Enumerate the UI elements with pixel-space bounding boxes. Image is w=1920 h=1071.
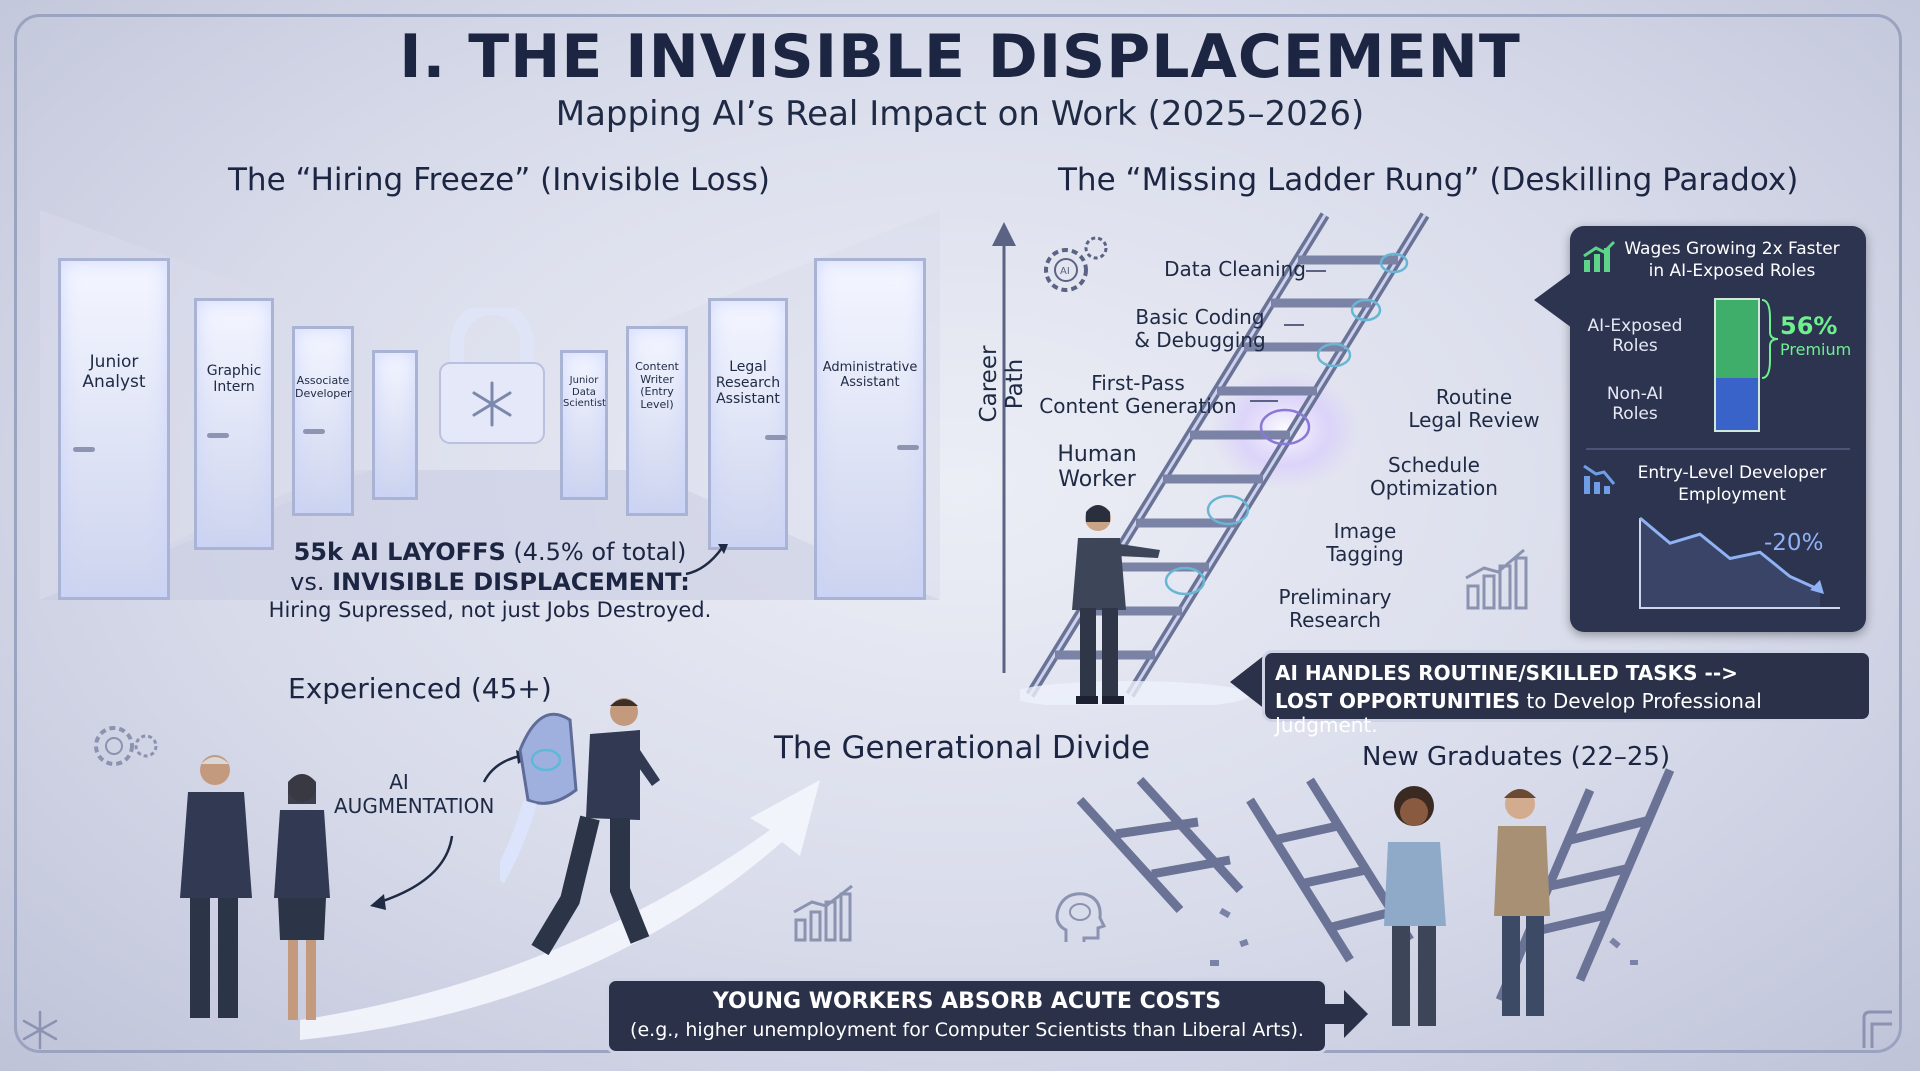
door-handle (765, 435, 787, 440)
door-content-writer: Content Writer (Entry Level) (626, 326, 688, 516)
task-basic-coding: Basic Coding & Debugging (1134, 305, 1266, 352)
trend-up-icon (1583, 240, 1616, 272)
human-worker-label: Human Worker (1057, 442, 1137, 493)
growth-chart-icon (1465, 548, 1528, 610)
young-workers-headline: YOUNG WORKERS ABSORB ACUTE COSTS (712, 989, 1222, 1014)
task-preliminary-research: Preliminary Research (1278, 585, 1392, 632)
page-title: I. THE INVISIBLE DISPLACEMENT (399, 22, 1521, 92)
ai-handles-banner: AI HANDLES ROUTINE/SKILLED TASKS --> LOS… (1262, 650, 1872, 737)
jetpack-worker-figure (500, 698, 660, 956)
ai-gear-icon: AI (1044, 236, 1108, 292)
task-first-pass-content: First-Pass Content Generation (1039, 371, 1237, 418)
trend-area (1640, 518, 1820, 608)
frozen-lock-icon (439, 308, 545, 444)
door-junior-data-scientist: Junior Data Scientist (560, 350, 608, 500)
door-graphic-intern: Graphic Intern (194, 298, 274, 550)
wages-title: Wages Growing 2x Faster in AI-Exposed Ro… (1624, 239, 1840, 282)
svg-text:AI: AI (1060, 266, 1070, 277)
door-label: Content Writer (Entry Level) (635, 360, 679, 411)
door-administrative-assistant: Administrative Assistant (814, 258, 926, 600)
door-junior-analyst: Junior Analyst (58, 258, 170, 600)
door-label: Junior Analyst (82, 352, 146, 392)
ladder-heading: The “Missing Ladder Rung” (Deskilling Pa… (1058, 162, 1799, 198)
trend-arrowhead (1810, 580, 1824, 594)
door-legal-research-assistant: Legal Research Assistant (708, 298, 788, 550)
bar-ai-exposed (1714, 298, 1760, 382)
premium-brace (1761, 299, 1779, 379)
leader-line (1250, 400, 1278, 402)
hiring-freeze-heading: The “Hiring Freeze” (Invisible Loss) (228, 162, 771, 198)
task-legal-review: Routine Legal Review (1408, 385, 1540, 432)
task-schedule-optimization: Schedule Optimization (1370, 453, 1498, 500)
entry-level-trend-chart (1639, 516, 1840, 609)
new-graduates-figure (1384, 786, 1550, 1026)
leader-line (1284, 324, 1304, 326)
task-data-cleaning: Data Cleaning (1164, 257, 1306, 281)
panel-pointer (1534, 272, 1572, 328)
task-image-tagging: Image Tagging (1326, 519, 1404, 566)
arrow-icon (685, 544, 728, 576)
door-associate-developer: Associate Developer (292, 326, 354, 516)
door-handle (303, 429, 325, 434)
human-worker-figure (1072, 505, 1160, 704)
door-handle (73, 447, 95, 452)
banner-arrow-left (1230, 654, 1266, 710)
growth-arrow (300, 780, 820, 1040)
panel-divider (1586, 448, 1850, 450)
trend-line (1639, 516, 1821, 592)
banner-line-1: AI HANDLES ROUTINE/SKILLED TASKS --> (1275, 661, 1738, 685)
young-workers-banner: YOUNG WORKERS ABSORB ACUTE COSTS (e.g., … (606, 978, 1328, 1054)
premium-label: Premium (1780, 340, 1852, 359)
layoffs-line-2: vs. INVISIBLE DISPLACEMENT: (290, 568, 690, 596)
career-path-arrow (992, 222, 1016, 673)
trend-axis (1639, 518, 1840, 609)
door-label: Associate Developer (295, 374, 352, 400)
experienced-workers-figure (180, 755, 330, 1020)
label-ai-exposed: AI-Exposed Roles (1587, 316, 1683, 357)
door-label: Junior Data Scientist (563, 375, 606, 409)
layoffs-line-1: 55k AI LAYOFFS (4.5% of total) (293, 538, 687, 566)
layoffs-line-3: Hiring Supressed, not just Jobs Destroye… (268, 598, 712, 622)
entry-level-title: Entry-Level Developer Employment (1637, 463, 1827, 506)
door-label: Legal Research Assistant (715, 359, 781, 408)
door-label: Graphic Intern (206, 363, 262, 396)
new-graduates-heading: New Graduates (22–25) (1362, 742, 1671, 772)
growth-chart-icon (793, 884, 853, 942)
banner-arrow-right (1322, 990, 1368, 1038)
door-label: Administrative Assistant (822, 360, 918, 390)
trend-down-icon (1583, 464, 1616, 494)
door-handle (897, 445, 919, 450)
ladder-illustration (1020, 212, 1430, 705)
layoffs-note: 55k AI LAYOFFS (4.5% of total) vs. INVIS… (250, 538, 730, 622)
leader-line (1306, 270, 1326, 272)
snowflake-icon (22, 1010, 58, 1050)
banner-line-2: LOST OPPORTUNITIES to Develop Profession… (1275, 689, 1762, 737)
page-subtitle: Mapping AI’s Real Impact on Work (2025–2… (555, 94, 1365, 134)
gear-icon (94, 726, 158, 766)
label-non-ai: Non-AI Roles (1606, 384, 1664, 425)
door-handle (207, 433, 229, 438)
bar-non-ai (1714, 378, 1760, 432)
premium-value: 56% (1780, 312, 1838, 340)
experienced-heading: Experienced (45+) (288, 672, 552, 705)
brain-head-icon (1055, 892, 1106, 942)
generational-divide-heading: The Generational Divide (774, 730, 1151, 766)
entry-level-change: -20% (1764, 530, 1824, 556)
corner-ornament-icon (1862, 1010, 1892, 1048)
young-workers-detail: (e.g., higher unemployment for Computer … (630, 1019, 1304, 1041)
door-blank (372, 350, 418, 500)
